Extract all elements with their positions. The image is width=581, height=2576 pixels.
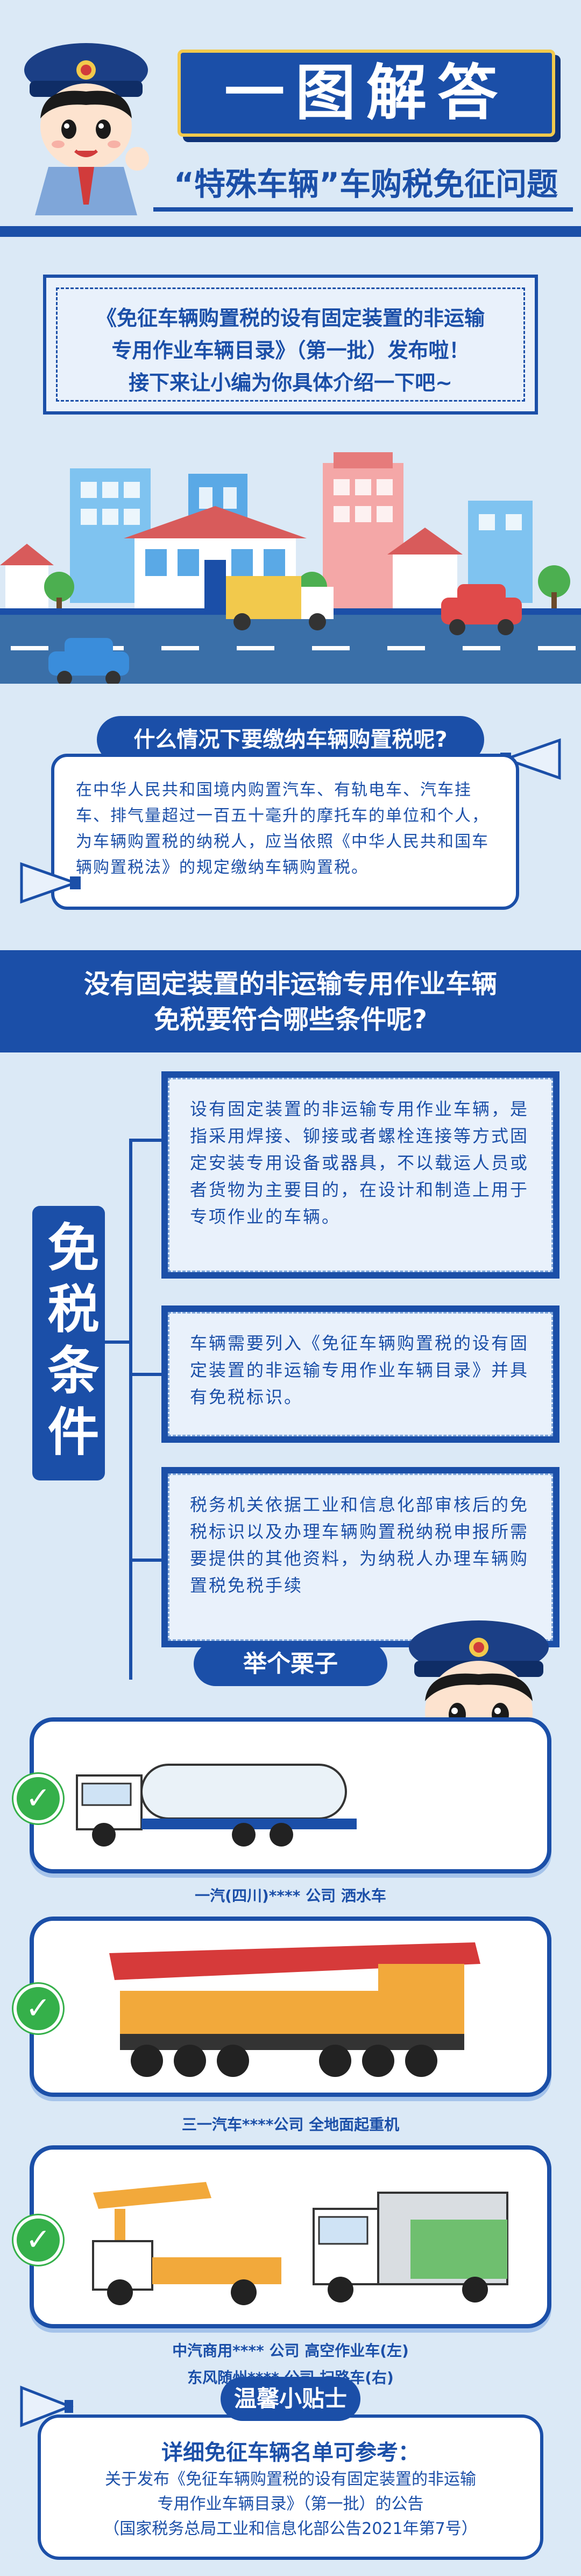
example-card-3 bbox=[30, 2145, 551, 2328]
intro-dashed-border bbox=[56, 287, 525, 402]
example-3-caption: 中汽商用**** 公司 高空作业车(左) bbox=[172, 2342, 409, 2360]
condition-box-2: 车辆需要列入《免征车辆购置税的设有固定装置的非运输专用作业车辆目录》并具有免税标… bbox=[161, 1305, 559, 1443]
check-icon: ✓ bbox=[13, 2215, 63, 2265]
megaphone-icon bbox=[20, 862, 81, 904]
crane-truck-image bbox=[109, 1942, 480, 2077]
question-1-answer: 在中华人民共和国境内购置汽车、有轨电车、汽车挂车、排气量超过一百五十毫升的摩托车… bbox=[76, 781, 489, 877]
tips-box: 详细免征车辆名单可参考： 关于发布《免征车辆购置税的设有固定装置的非运输 专用作… bbox=[38, 2414, 543, 2560]
example-2-caption: 三一汽车****公司 全地面起重机 bbox=[181, 2116, 400, 2133]
examples-title: 举个栗子 bbox=[194, 1642, 387, 1686]
conditions-connector bbox=[129, 1141, 165, 1680]
city-scene-illustration bbox=[0, 441, 581, 684]
check-icon: ✓ bbox=[13, 1984, 63, 2033]
connector-line-2 bbox=[129, 1373, 161, 1376]
condition-box-1: 设有固定装置的非运输专用作业车辆，是指采用焊接、铆接或者螺栓连接等方式固定安装专… bbox=[161, 1071, 559, 1279]
check-icon: ✓ bbox=[13, 1774, 63, 1823]
connector-line-label bbox=[105, 1340, 132, 1344]
officer-mascot-icon bbox=[24, 43, 149, 215]
tips-line-3: （国家税务总局工业和信息化部公告2021年第7号） bbox=[103, 2519, 478, 2538]
example-card-2 bbox=[30, 1917, 551, 2097]
tips-line-2: 专用作业车辆目录》（第一批）的公告 bbox=[157, 2495, 424, 2514]
megaphone-icon bbox=[20, 2385, 74, 2427]
water-sprinkler-truck-image bbox=[76, 1764, 357, 1847]
condition-1-text: 设有固定装置的非运输专用作业车辆，是指采用焊接、铆接或者螺栓连接等方式固定安装专… bbox=[168, 1078, 553, 1272]
question-2-line-2: 免税要符合哪些条件呢? bbox=[154, 1005, 427, 1035]
condition-box-3: 税务机关依据工业和信息化部审核后的免税标识以及办理车辆购置税纳税申报所需要提供的… bbox=[161, 1467, 559, 1647]
question-2-line-1: 没有固定装置的非运输专用作业车辆 bbox=[83, 969, 497, 999]
example-1-caption: 一汽(四川)**** 公司 洒水车 bbox=[195, 1887, 386, 1905]
page-subtitle: “特殊车辆”车购税免征问题 bbox=[173, 166, 558, 202]
tips-body: 关于发布《免征车辆购置税的设有固定装置的非运输 专用作业车辆目录》（第一批）的公… bbox=[57, 2467, 524, 2542]
aerial-work-truck-image bbox=[92, 2182, 281, 2305]
intro-line-3: 接下来让小编为你具体介绍一下吧~ bbox=[129, 371, 452, 395]
intro-text: 《免征车辆购置税的设有固定装置的非运输 专用作业车辆目录》（第一批）发布啦！ 接… bbox=[62, 302, 519, 399]
question-2-title: 没有固定装置的非运输专用作业车辆 免税要符合哪些条件呢? bbox=[0, 966, 581, 1037]
question-1-answer-box: 在中华人民共和国境内购置汽车、有轨电车、汽车挂车、排气量超过一百五十毫升的摩托车… bbox=[51, 754, 519, 910]
tips-line-1: 关于发布《免征车辆购置税的设有固定装置的非运输 bbox=[105, 2470, 476, 2489]
subtitle-underline bbox=[153, 207, 573, 212]
street-sweeper-truck-image bbox=[313, 2192, 508, 2303]
connector-line-3 bbox=[129, 1559, 161, 1562]
condition-3-text: 税务机关依据工业和信息化部审核后的免税标识以及办理车辆购置税纳税申报所需要提供的… bbox=[168, 1473, 553, 1641]
intro-line-1: 《免征车辆购置税的设有固定装置的非运输 bbox=[96, 306, 485, 330]
condition-2-text: 车辆需要列入《免征车辆购置税的设有固定装置的非运输专用作业车辆目录》并具有免税标… bbox=[168, 1312, 553, 1436]
connector-line-1 bbox=[129, 1139, 161, 1142]
tips-heading: 详细免征车辆名单可参考： bbox=[161, 2440, 420, 2465]
example-card-1 bbox=[30, 1717, 551, 1873]
page-title: 一图解答 bbox=[224, 58, 508, 128]
intro-line-2: 专用作业车辆目录》（第一批）发布啦！ bbox=[111, 339, 470, 362]
tips-title: 温馨小贴士 bbox=[221, 2377, 360, 2421]
exemption-conditions-label: 免税条件 bbox=[32, 1206, 105, 1480]
title-box: 一图解答 bbox=[178, 50, 555, 137]
question-2-band: 没有固定装置的非运输专用作业车辆 免税要符合哪些条件呢? bbox=[0, 950, 581, 1052]
divider-bar bbox=[0, 226, 581, 237]
intro-box: 《免征车辆购置税的设有固定装置的非运输 专用作业车辆目录》（第一批）发布啦！ 接… bbox=[43, 275, 538, 415]
header: 一图解答 “特殊车辆”车购税免征问题 bbox=[0, 0, 581, 237]
